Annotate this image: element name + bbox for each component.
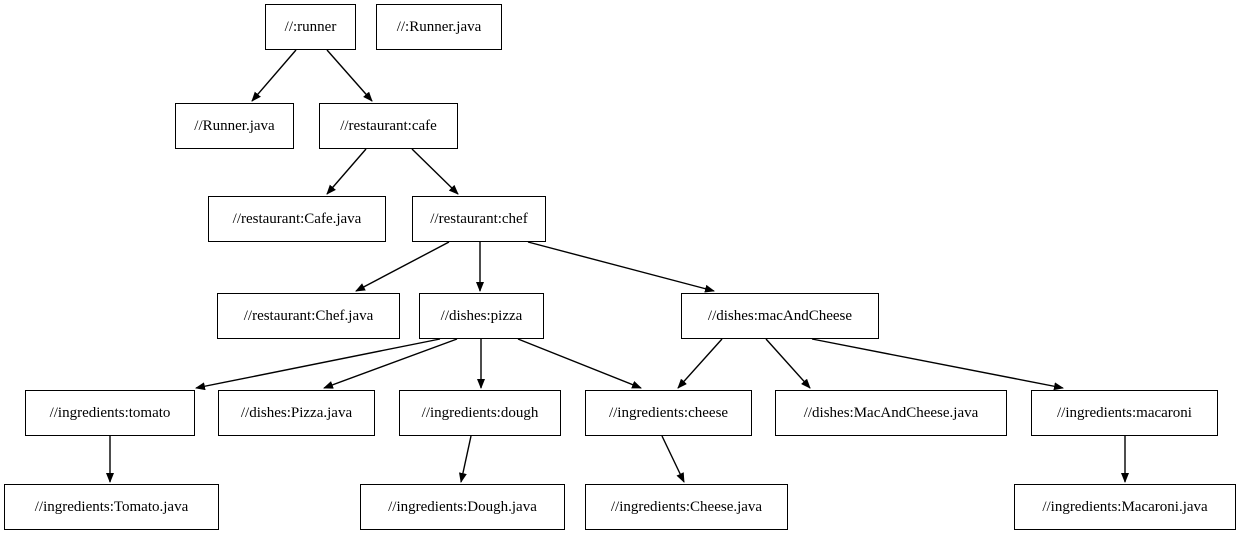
graph-node-label: //dishes:MacAndCheese.java	[803, 404, 979, 421]
graph-node-dishes_macandcheese_java[interactable]: //dishes:MacAndCheese.java	[775, 390, 1007, 436]
graph-node-restaurant_cafe[interactable]: //restaurant:cafe	[319, 103, 458, 149]
graph-node-ing_tomato_java[interactable]: //ingredients:Tomato.java	[4, 484, 219, 530]
graph-node-ing_dough_java[interactable]: //ingredients:Dough.java	[360, 484, 565, 530]
graph-node-ing_tomato[interactable]: //ingredients:tomato	[25, 390, 195, 436]
graph-node-label: //ingredients:Cheese.java	[610, 498, 763, 515]
graph-node-dishes_pizza_java[interactable]: //dishes:Pizza.java	[218, 390, 375, 436]
graph-node-label: //ingredients:cheese	[608, 404, 729, 421]
graph-node-ing_macaroni[interactable]: //ingredients:macaroni	[1031, 390, 1218, 436]
graph-node-label: //dishes:pizza	[440, 307, 523, 324]
graph-node-label: //Runner.java	[194, 117, 275, 134]
graph-node-ing_macaroni_java[interactable]: //ingredients:Macaroni.java	[1014, 484, 1236, 530]
graph-node-label: //ingredients:Macaroni.java	[1042, 498, 1208, 515]
graph-node-label: //ingredients:tomato	[49, 404, 171, 421]
graph-node-ing_cheese_java[interactable]: //ingredients:Cheese.java	[585, 484, 788, 530]
graph-node-restaurant_chef[interactable]: //restaurant:chef	[412, 196, 546, 242]
graph-node-ing_dough[interactable]: //ingredients:dough	[399, 390, 561, 436]
graph-node-label: //dishes:Pizza.java	[240, 404, 353, 421]
graph-node-dishes_macandcheese[interactable]: //dishes:macAndCheese	[681, 293, 879, 339]
graph-node-label: //:Runner.java	[396, 18, 482, 35]
graph-node-label: //ingredients:dough	[421, 404, 539, 421]
graph-node-restaurant_chef_java[interactable]: //restaurant:Chef.java	[217, 293, 400, 339]
graph-node-label: //dishes:macAndCheese	[707, 307, 853, 324]
graph-node-root_runner_java[interactable]: //:Runner.java	[376, 4, 502, 50]
graph-node-label: //restaurant:chef	[430, 210, 528, 227]
graph-node-dishes_pizza[interactable]: //dishes:pizza	[419, 293, 544, 339]
graph-node-label: //restaurant:Cafe.java	[232, 210, 362, 227]
graph-node-restaurant_cafe_java[interactable]: //restaurant:Cafe.java	[208, 196, 386, 242]
graph-node-runner_java[interactable]: //Runner.java	[175, 103, 294, 149]
graph-node-label: //ingredients:Dough.java	[388, 498, 537, 515]
graph-node-label: //ingredients:macaroni	[1057, 404, 1192, 421]
graph-node-label: //ingredients:Tomato.java	[34, 498, 189, 515]
graph-node-runner[interactable]: //:runner	[265, 4, 356, 50]
graph-node-label: //restaurant:cafe	[340, 117, 437, 134]
graph-node-ing_cheese[interactable]: //ingredients:cheese	[585, 390, 752, 436]
graph-node-label: //:runner	[284, 18, 337, 35]
graph-node-label: //restaurant:Chef.java	[243, 307, 374, 324]
